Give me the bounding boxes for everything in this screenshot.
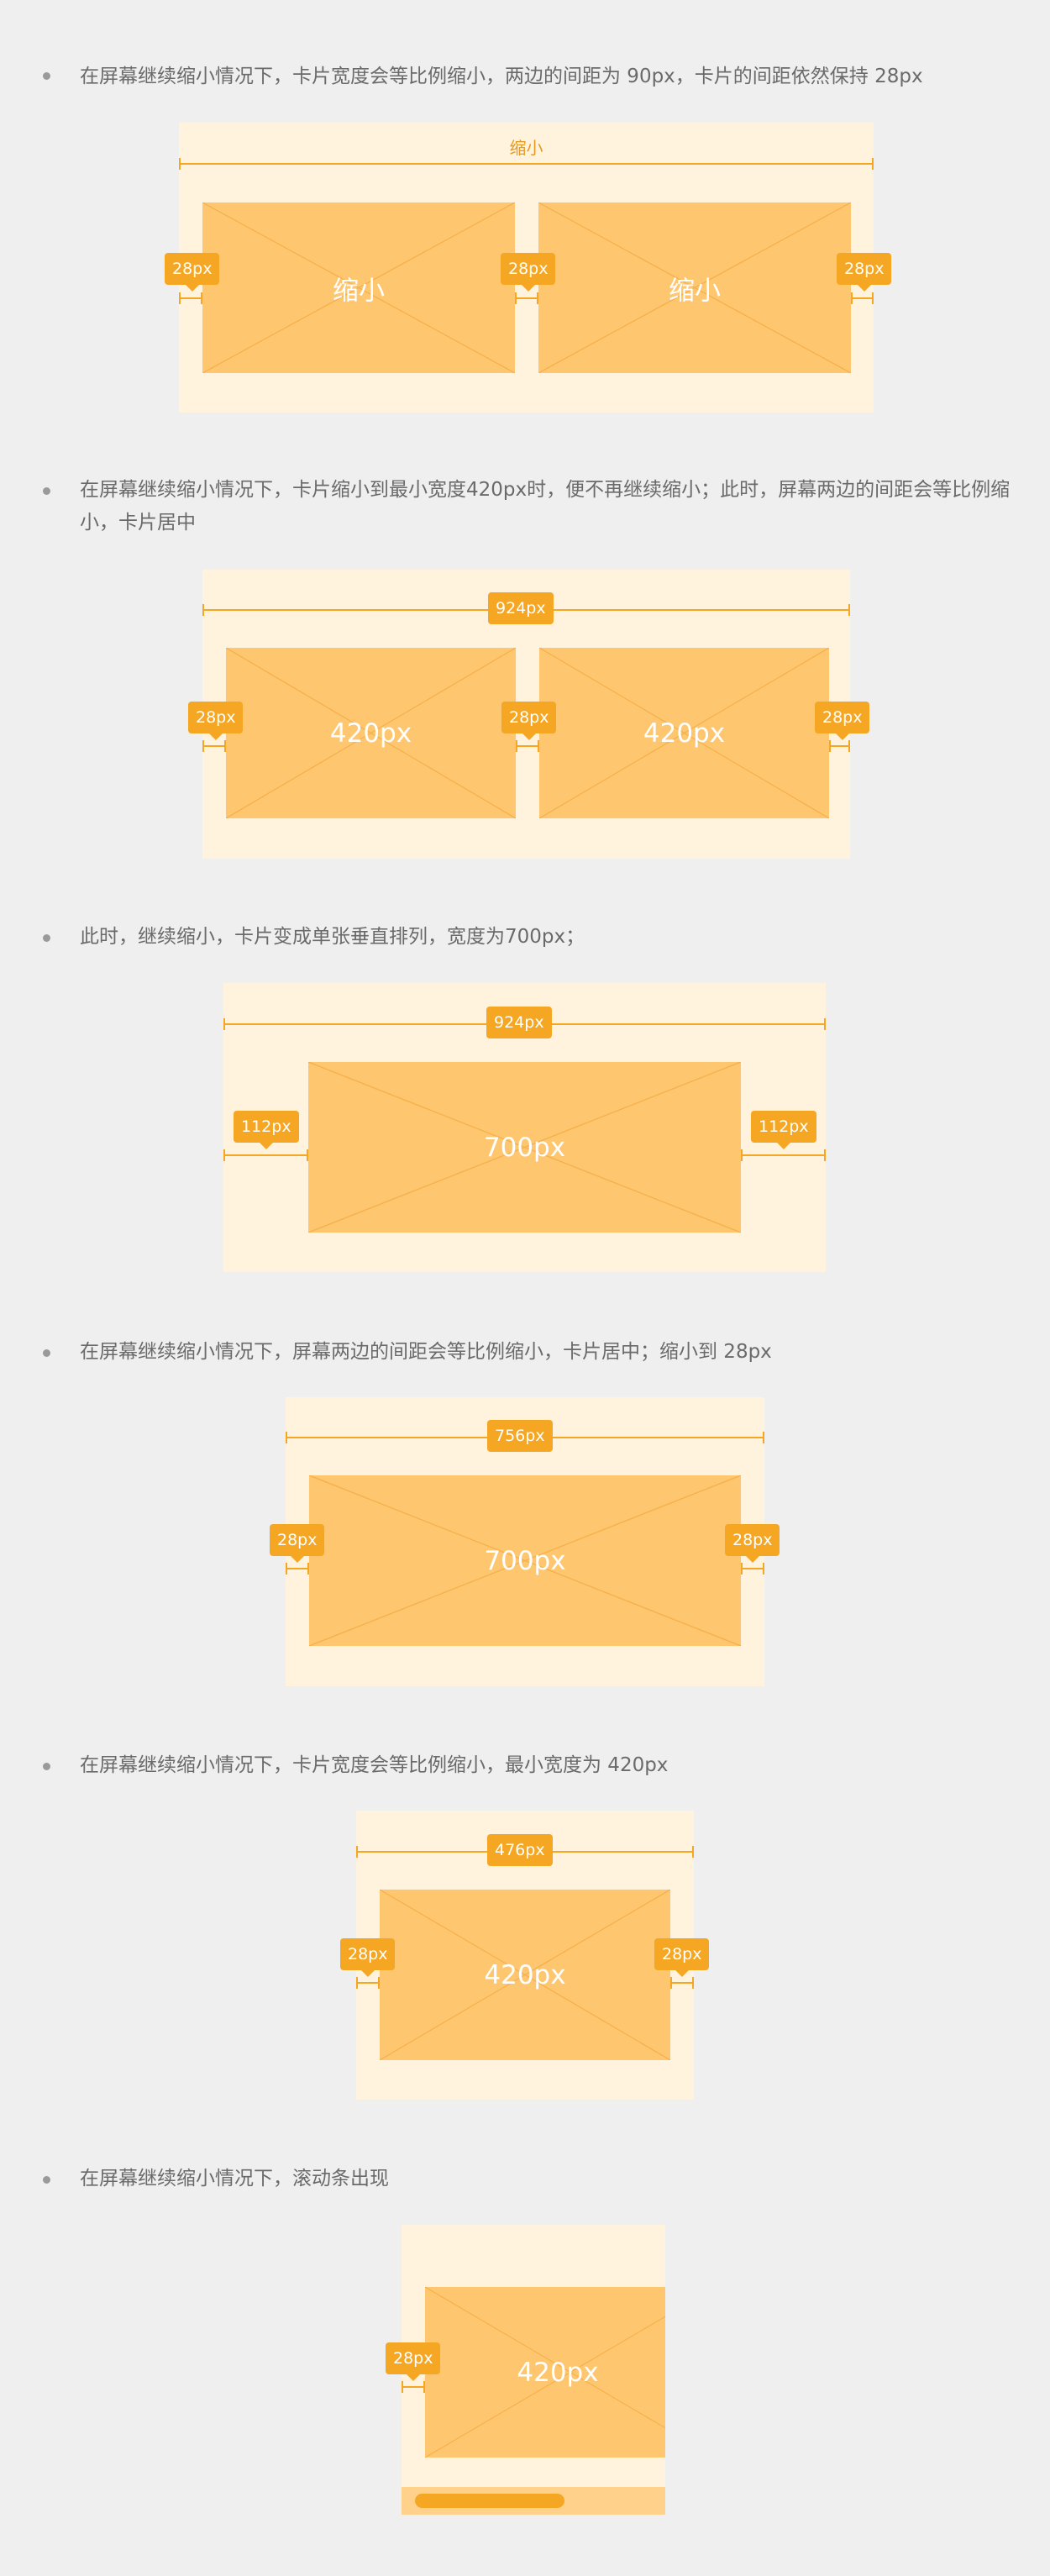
gap-dimension-line xyxy=(515,292,538,304)
gap-badge: 28px xyxy=(725,1524,780,1563)
gap-dimension-line xyxy=(851,292,874,304)
horizontal-scrollbar[interactable] xyxy=(402,2487,665,2515)
gap-badge: 28px xyxy=(188,702,244,740)
gap-dimension-line xyxy=(829,740,850,752)
section-text: 在屏幕继续缩小情况下，滚动条出现 xyxy=(80,2168,389,2190)
diagram-panel: 476px 420px 28px 28px xyxy=(340,1811,710,2100)
gap-dimension-line xyxy=(179,292,202,304)
gap-dimension-line xyxy=(286,1563,309,1575)
gap-badge: 28px xyxy=(501,702,557,740)
card: 420px xyxy=(425,2287,665,2458)
gap-badge: 28px xyxy=(340,1938,396,1977)
width-badge: 924px xyxy=(488,592,554,624)
gap-dimension-line xyxy=(741,1149,826,1161)
bullet-dot xyxy=(43,487,50,495)
width-badge: 476px xyxy=(487,1834,553,1866)
bullet-dot xyxy=(43,934,50,942)
card: 缩小 xyxy=(538,202,851,373)
bullet-dot xyxy=(43,2176,50,2184)
width-badge: 924px xyxy=(486,1007,552,1038)
width-label: 缩小 xyxy=(509,138,543,158)
section-text: 在屏幕继续缩小情况下，屏幕两边的间距会等比例缩小，卡片居中；缩小到 28px xyxy=(80,1341,772,1363)
card-label: 420px xyxy=(484,1959,566,1990)
card: 420px xyxy=(226,648,516,818)
width-dimension-line xyxy=(179,158,874,170)
card-label: 420px xyxy=(643,718,726,749)
card: 420px xyxy=(539,648,829,818)
card-label: 420px xyxy=(329,718,412,749)
bullet-dot xyxy=(43,1349,50,1357)
card: 缩小 xyxy=(202,202,515,373)
card-label: 420px xyxy=(517,2357,599,2388)
gap-dimension-line xyxy=(202,740,226,752)
card: 700px xyxy=(308,1062,741,1233)
gap-badge: 28px xyxy=(386,2342,441,2381)
gap-dimension-line xyxy=(356,1977,380,1989)
gap-badge: 28px xyxy=(654,1938,710,1977)
diagram-panel: 924px 420px 420px 28px 28px 28px xyxy=(188,570,870,859)
bullet-dot xyxy=(43,1763,50,1770)
card: 420px xyxy=(380,1890,670,2060)
card-label: 700px xyxy=(483,1132,566,1163)
width-badge: 756px xyxy=(487,1420,553,1452)
gap-badge: 28px xyxy=(501,253,556,292)
gap-badge: 28px xyxy=(837,253,892,292)
gap-badge: 112px xyxy=(234,1111,299,1149)
section-text: 在屏幕继续缩小情况下，卡片宽度会等比例缩小，两边的间距为 90px，卡片的间距依… xyxy=(80,66,923,87)
card-label: 缩小 xyxy=(333,276,385,306)
gap-dimension-line xyxy=(223,1149,308,1161)
gap-dimension-line xyxy=(516,740,539,752)
section-text: 在屏幕继续缩小情况下，卡片宽度会等比例缩小，最小宽度为 420px xyxy=(80,1754,669,1776)
card-label: 缩小 xyxy=(669,276,721,306)
gap-dimension-line xyxy=(741,1563,764,1575)
section-text: 在屏幕继续缩小情况下，卡片缩小到最小宽度420px时，便不再继续缩小；此时，屏幕… xyxy=(80,479,1011,534)
diagram-panel: 缩小 缩小 缩小 28px 28px 28px xyxy=(165,123,892,413)
section-text: 此时，继续缩小，卡片变成单张垂直排列，宽度为700px； xyxy=(80,926,585,948)
bullet-dot xyxy=(43,72,50,80)
gap-dimension-line xyxy=(402,2381,425,2393)
scrollbar-thumb[interactable] xyxy=(415,2494,564,2508)
card: 700px xyxy=(309,1475,741,1646)
diagram-panel: 756px 700px 28px 28px xyxy=(270,1397,780,1686)
gap-dimension-line xyxy=(670,1977,694,1989)
diagram-panel: 924px 700px 112px 112px xyxy=(223,983,826,1272)
gap-badge: 28px xyxy=(815,702,870,740)
card-label: 700px xyxy=(484,1545,566,1576)
gap-badge: 112px xyxy=(751,1111,816,1149)
gap-badge: 28px xyxy=(165,253,220,292)
diagram-panel: 420px 28px xyxy=(386,2225,665,2515)
gap-badge: 28px xyxy=(270,1524,325,1563)
